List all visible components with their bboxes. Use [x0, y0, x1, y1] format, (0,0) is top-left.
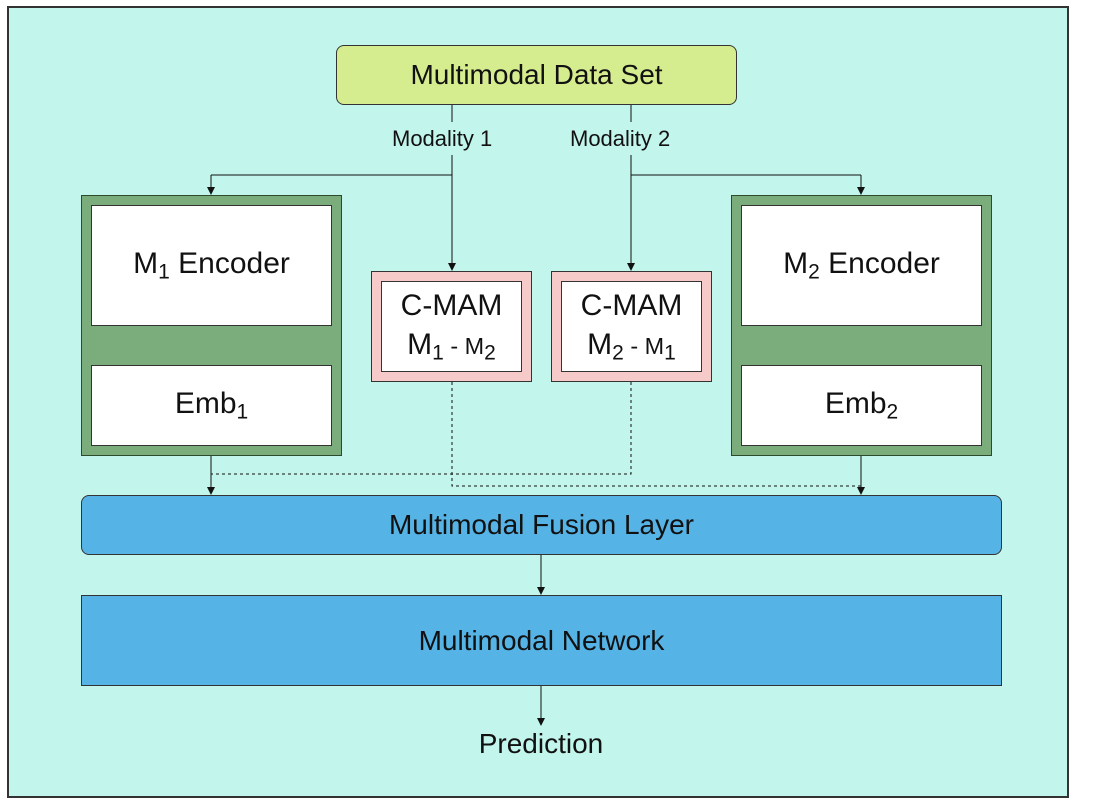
embedding-1-box: Emb1 [91, 365, 332, 446]
fusion-layer-box: Multimodal Fusion Layer [81, 495, 1002, 555]
encoder-1-box: M1 Encoder [91, 205, 332, 326]
encoder-1-label: M1 Encoder [133, 246, 290, 284]
cmam-2-box: C-MAM M2 - M1 [561, 281, 702, 372]
cmam-2-title: C-MAM [580, 289, 683, 323]
dataset-label: Multimodal Data Set [410, 59, 663, 90]
multimodal-dataset-box: Multimodal Data Set [336, 45, 737, 105]
cmam-1-title: C-MAM [400, 289, 503, 323]
cmam-1-pair: M1 - M2 [407, 328, 496, 365]
fusion-layer-label: Multimodal Fusion Layer [388, 509, 695, 540]
cmam-1-box: C-MAM M1 - M2 [381, 281, 522, 372]
multimodal-network-box: Multimodal Network [81, 595, 1002, 686]
embedding-1-label: Emb1 [174, 386, 249, 424]
modality-2-label: Modality 2 [568, 126, 673, 152]
encoder-2-label: M2 Encoder [783, 246, 940, 284]
embedding-2-label: Emb2 [824, 386, 899, 424]
cmam-2-pair: M2 - M1 [587, 328, 676, 365]
encoder-2-box: M2 Encoder [741, 205, 982, 326]
multimodal-network-label: Multimodal Network [418, 624, 665, 656]
modality-1-label: Modality 1 [390, 126, 495, 152]
embedding-2-box: Emb2 [741, 365, 982, 446]
prediction-label: Prediction [478, 728, 604, 759]
